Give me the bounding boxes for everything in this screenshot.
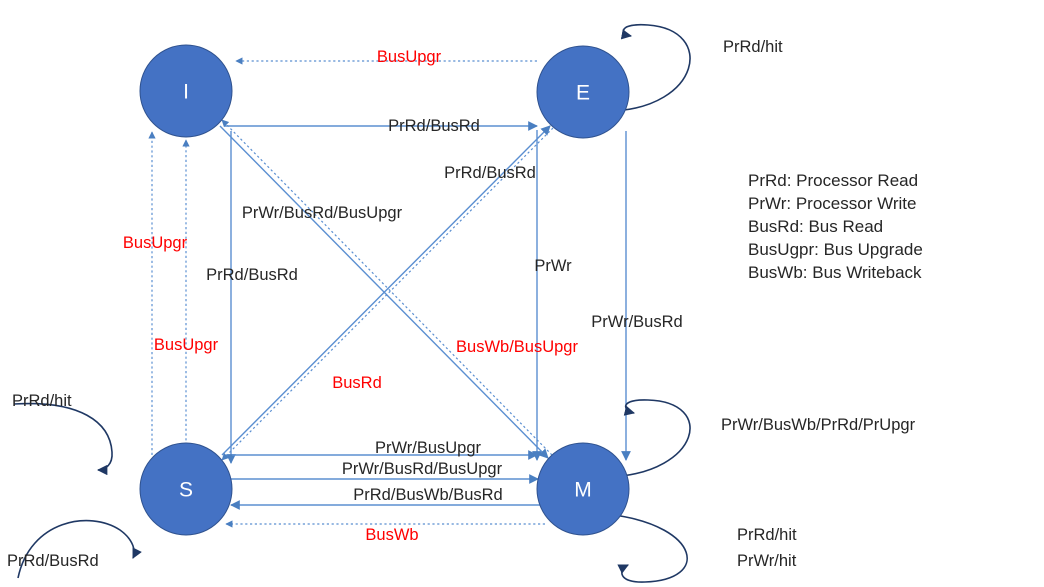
state-nodes: I E S M (139, 44, 630, 536)
state-text-I: I (183, 81, 189, 104)
state-node-E[interactable]: E (536, 45, 630, 139)
lbl-prrd-busrd-left: PrRd/BusRd (206, 266, 298, 284)
state-node-I[interactable]: I (139, 44, 233, 138)
edge-group-top (224, 57, 538, 131)
state-circle-I[interactable] (139, 44, 233, 138)
loop-s-prrd-hit-label: PrRd/hit (12, 392, 72, 410)
legend-item-0: PrRd: Processor Read (748, 171, 918, 190)
state-circle-S[interactable] (139, 442, 233, 536)
edge-s-to-e-solid (221, 125, 551, 456)
self-loop-label-layer: PrRd/hitPrWr/BusWb/PrRd/PrUpgrPrRd/hitPr… (7, 38, 916, 570)
legend-item-1: PrWr: Processor Write (748, 194, 916, 213)
loop-m-prwr-hit-label: PrWr/hit (737, 552, 797, 570)
self-loop-m-top (610, 399, 691, 478)
edge-label-layer: BusUpgrPrRd/BusRdPrRd/BusRdPrWr/BusRd/Bu… (123, 48, 683, 544)
lbl-prrd-buswb-busrd: PrRd/BusWb/BusRd (353, 486, 502, 504)
loop-m-prrd-hit-label: PrRd/hit (737, 526, 797, 544)
legend-item-4: BusWb: Bus Writeback (748, 263, 922, 282)
lbl-prwr-busrd-busupgr: PrWr/BusRd/BusUpgr (242, 204, 403, 222)
edge-e-to-s-dotted (221, 127, 554, 461)
state-text-S: S (179, 479, 193, 502)
lbl-prrd-busrd-top: PrRd/BusRd (388, 117, 480, 135)
self-loop-s-top (13, 402, 113, 476)
state-node-M[interactable]: M (536, 442, 630, 536)
lbl-buswb-busupgr: BusWb/BusUpgr (456, 338, 578, 356)
legend-item-3: BusUgpr: Bus Upgrade (748, 240, 923, 259)
lbl-busupgr-left-2: BusUpgr (154, 336, 219, 354)
lbl-prrd-busrd-diag: PrRd/BusRd (444, 164, 536, 182)
lbl-prwr-right: PrWr (534, 257, 572, 275)
self-loop-m-bottom (613, 514, 688, 583)
edge-group-bottom (225, 450, 545, 528)
edge-group-left (148, 131, 236, 464)
state-circle-E[interactable] (536, 45, 630, 139)
loop-m-top-label: PrWr/BusWb/PrRd/PrUpgr (721, 416, 916, 434)
legend-item-2: BusRd: Bus Read (748, 217, 883, 236)
state-node-S[interactable]: S (139, 442, 233, 536)
self-loop-e-top (610, 24, 691, 112)
loop-s-prrd-busrd-label: PrRd/BusRd (7, 552, 99, 570)
lbl-prwr-busrd-busupgr2: PrWr/BusRd/BusUpgr (342, 460, 503, 478)
edge-group-right (532, 130, 631, 461)
state-text-E: E (576, 82, 590, 105)
lbl-prwr-busrd-right: PrWr/BusRd (591, 313, 682, 331)
lbl-busupgr-top: BusUpgr (377, 48, 442, 66)
lbl-prwr-busupgr: PrWr/BusUpgr (375, 439, 482, 457)
edge-m-to-i-dotted (221, 119, 553, 456)
self-loop-s-bottom (17, 519, 142, 579)
lbl-busupgr-left-1: BusUpgr (123, 234, 188, 252)
self-loop-group (13, 24, 691, 583)
lbl-busrd-diag: BusRd (332, 374, 382, 392)
state-text-M: M (574, 479, 592, 502)
edge-group-diagonals (219, 119, 554, 461)
loop-e-prrd-hit-label: PrRd/hit (723, 38, 783, 56)
lbl-buswb-bottom: BusWb (365, 526, 418, 544)
state-circle-M[interactable] (536, 442, 630, 536)
